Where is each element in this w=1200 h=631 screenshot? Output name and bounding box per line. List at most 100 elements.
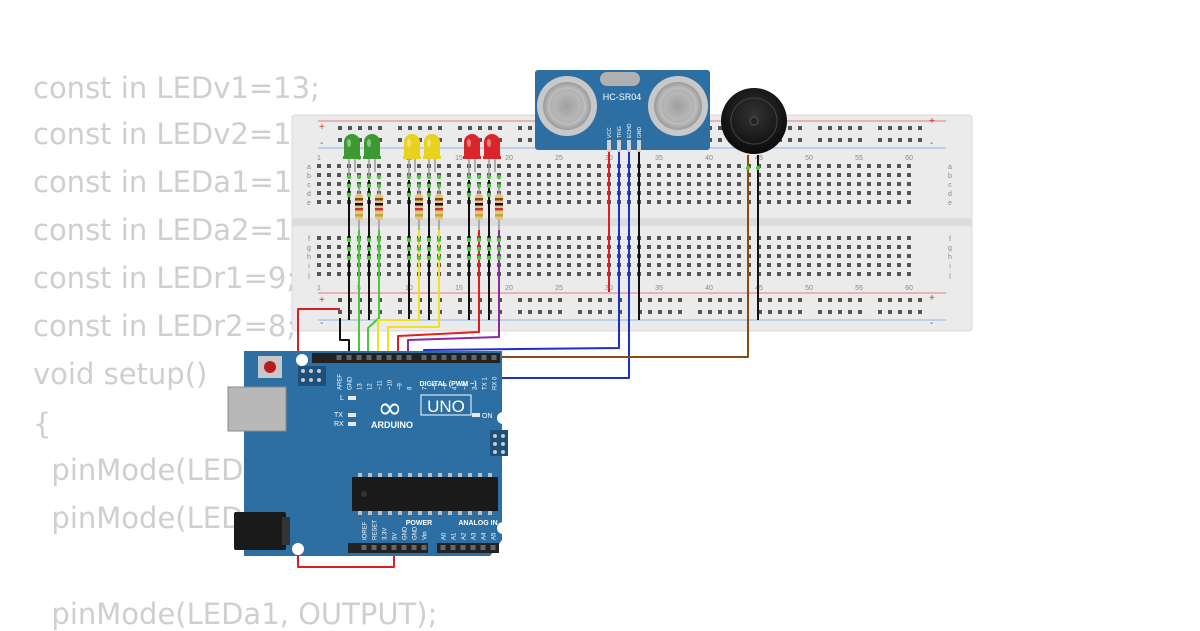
rail-hole <box>518 310 522 314</box>
plug-dot <box>366 192 372 198</box>
header-pin-label: TX 1 <box>483 377 489 390</box>
rail-hole <box>818 126 822 130</box>
wire-red-5v <box>297 308 395 568</box>
rail-hole <box>878 138 882 142</box>
resistor-band <box>495 203 503 206</box>
header-pin <box>461 355 467 360</box>
breadboard-hole <box>797 263 801 267</box>
breadboard-hole <box>787 173 791 177</box>
chip-leg <box>468 511 472 515</box>
breadboard-hole <box>687 272 691 276</box>
digital-label: DIGITAL (PWM ~) <box>419 381 476 388</box>
rail-minus-top: - <box>320 138 323 149</box>
header-pin-label: A2 <box>462 532 468 540</box>
breadboard-hole <box>337 245 341 249</box>
breadboard-hole <box>847 254 851 258</box>
breadboard-hole <box>807 254 811 258</box>
breadboard-hole <box>527 182 531 186</box>
header-pin <box>406 355 412 360</box>
breadboard-hole <box>457 173 461 177</box>
rail-hole <box>518 298 522 302</box>
wire-black-gnd <box>339 318 350 355</box>
breadboard-hole <box>537 191 541 195</box>
breadboard-hole <box>447 254 451 258</box>
column-number: 40 <box>705 285 713 292</box>
breadboard-hole <box>787 263 791 267</box>
breadboard-hole <box>777 173 781 177</box>
row-letter: j <box>948 272 951 279</box>
breadboard-hole <box>557 272 561 276</box>
breadboard-hole <box>337 272 341 276</box>
breadboard-hole <box>667 236 671 240</box>
rail-hole <box>478 126 482 130</box>
header-pin <box>441 355 447 360</box>
row-letter: j <box>307 272 310 279</box>
breadboard-hole <box>447 245 451 249</box>
breadboard-hole <box>787 236 791 240</box>
plug-dot <box>486 237 492 243</box>
breadboard-hole <box>837 191 841 195</box>
plug-dot <box>486 255 492 261</box>
plug-dot <box>476 237 482 243</box>
chip-leg <box>488 511 492 515</box>
breadboard-hole <box>587 191 591 195</box>
breadboard-hole <box>867 191 871 195</box>
breadboard-hole <box>647 272 651 276</box>
header-pin <box>440 545 446 550</box>
plug-dot <box>426 192 432 198</box>
breadboard-hole <box>477 164 481 168</box>
breadboard-hole <box>577 164 581 168</box>
chip-leg <box>388 473 392 477</box>
breadboard-hole <box>397 173 401 177</box>
header-pin-label: A1 <box>452 532 458 540</box>
header-pin <box>490 545 496 550</box>
breadboard-hole <box>807 263 811 267</box>
breadboard-hole <box>527 164 531 168</box>
breadboard-hole <box>647 173 651 177</box>
rail-hole <box>518 138 522 142</box>
breadboard-hole <box>447 191 451 195</box>
breadboard-hole <box>837 263 841 267</box>
breadboard-hole <box>727 236 731 240</box>
rail-hole <box>718 298 722 302</box>
breadboard-hole <box>867 245 871 249</box>
rail-hole <box>858 310 862 314</box>
rail-hole <box>898 310 902 314</box>
plug-dot <box>466 246 472 252</box>
breadboard-hole <box>697 263 701 267</box>
breadboard-hole <box>537 164 541 168</box>
rail-hole <box>398 298 402 302</box>
breadboard-hole <box>417 164 421 168</box>
row-letter: h <box>948 254 952 261</box>
breadboard-hole <box>577 191 581 195</box>
breadboard-hole <box>787 164 791 168</box>
resistor-band <box>355 214 363 217</box>
sensor-model-label: HC-SR04 <box>603 92 642 102</box>
breadboard-hole <box>897 272 901 276</box>
column-number: 35 <box>655 285 663 292</box>
bottom-header-pins <box>361 545 496 550</box>
breadboard-hole <box>877 263 881 267</box>
breadboard-hole <box>587 164 591 168</box>
breadboard-hole <box>667 173 671 177</box>
breadboard-hole <box>567 182 571 186</box>
breadboard-hole <box>507 263 511 267</box>
breadboard-hole <box>527 245 531 249</box>
breadboard-hole <box>387 254 391 258</box>
plug-dot <box>486 183 492 189</box>
rail-hole <box>788 138 792 142</box>
breadboard-hole <box>667 164 671 168</box>
breadboard-hole <box>677 164 681 168</box>
breadboard-hole <box>697 272 701 276</box>
breadboard-hole <box>327 164 331 168</box>
plug-dot <box>466 183 472 189</box>
breadboard-hole <box>797 245 801 249</box>
breadboard-hole <box>547 272 551 276</box>
breadboard-hole <box>717 191 721 195</box>
breadboard-hole <box>817 254 821 258</box>
breadboard-hole <box>657 272 661 276</box>
rail-minus-bottom: - <box>320 318 323 329</box>
rail-hole <box>698 298 702 302</box>
rail-hole <box>898 126 902 130</box>
